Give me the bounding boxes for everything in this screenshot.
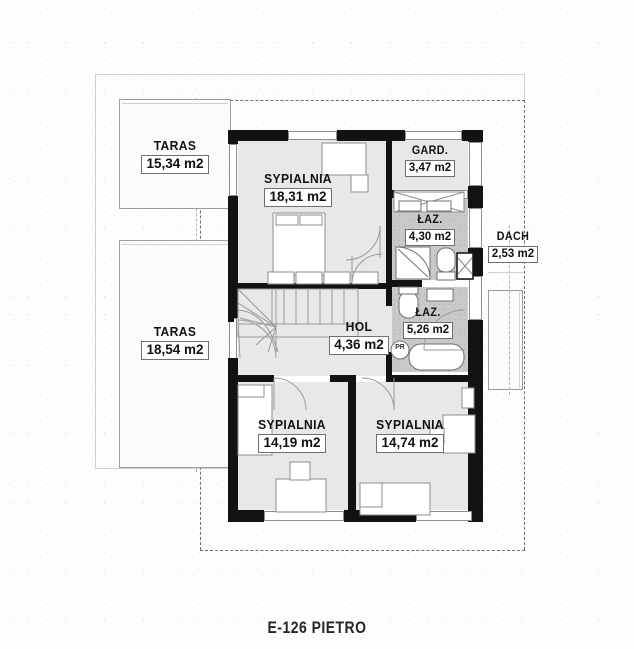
site-line-bottom — [95, 468, 231, 469]
room-area: 4,36 m2 — [329, 336, 389, 355]
interior-wall-v-laz2 — [386, 286, 392, 306]
room-name: ŁAZ. — [415, 307, 441, 319]
exterior-wall-bottom-c — [472, 510, 483, 522]
room-name: TARAS — [153, 138, 197, 153]
terrace-bottom-inner-edge — [122, 244, 228, 245]
exterior-wall-left-c — [228, 362, 238, 522]
room-label-hol: HOL 4,36 m2 — [320, 320, 398, 355]
exterior-wall-left-a — [228, 130, 238, 144]
room-label-sypialnia-1: SYPIALNIA 18,31 m2 — [242, 172, 354, 207]
terrace-top-inner-edge — [122, 103, 228, 104]
room-area: 3,47 m2 — [404, 160, 456, 177]
dach-outline — [488, 290, 523, 390]
roof-outline-bottom — [200, 550, 525, 551]
window-left-bedroom — [229, 144, 237, 196]
window-right-laz1 — [469, 208, 482, 248]
window-right-top — [469, 142, 482, 186]
room-fill-hol-right — [386, 288, 392, 376]
interior-wall-h-laz2-bottom — [386, 375, 468, 382]
terrace-top-outline — [119, 99, 231, 209]
interior-wall-v-bedrooms — [348, 375, 356, 516]
room-area: 14,19 m2 — [258, 434, 326, 453]
room-name: ŁAZ. — [417, 214, 443, 226]
room-name: GARD. — [411, 145, 449, 157]
room-area: 5,26 m2 — [402, 322, 454, 339]
room-name: SYPIALNIA — [376, 417, 444, 432]
interior-wall-v-laz2b — [386, 352, 392, 380]
room-label-taras-bottom: TARAS 18,54 m2 — [109, 325, 241, 360]
room-area: 4,30 m2 — [404, 229, 456, 246]
dach-inner-line — [519, 292, 520, 388]
exterior-wall-right-b — [468, 186, 483, 208]
interior-wall-h-hall-bottom-a — [234, 375, 274, 382]
room-name: TARAS — [153, 324, 197, 339]
interior-wall-v-laz1 — [386, 198, 392, 286]
roof-outline-right — [524, 100, 525, 550]
exterior-wall-right-a — [468, 130, 483, 142]
room-name: SYPIALNIA — [264, 171, 332, 186]
room-label-sypialnia-3: SYPIALNIA 14,74 m2 — [356, 418, 464, 453]
exterior-wall-right-d — [468, 320, 483, 522]
room-label-laz-1: ŁAZ. 4,30 m2 — [392, 213, 468, 246]
roof-outline-top — [200, 100, 525, 101]
exterior-wall-bottom-a — [228, 510, 264, 522]
interior-wall-h-hall-bottom-b — [330, 375, 354, 382]
interior-wall-h-bedroom1 — [234, 283, 386, 289]
room-area: 2,53 m2 — [487, 246, 539, 263]
plan-caption: E-126 PIETRO — [267, 618, 367, 637]
site-line-right — [524, 74, 525, 100]
dach-top-edge — [488, 272, 524, 273]
dach-ridge-dash — [509, 225, 510, 395]
room-name: HOL — [345, 319, 373, 334]
room-label-dach: DACH 2,53 m2 — [478, 230, 548, 263]
room-label-taras-top: TARAS 15,34 m2 — [109, 139, 241, 174]
exterior-wall-top-a — [228, 130, 288, 141]
window-top-gard — [405, 131, 462, 140]
interior-wall-h-gard — [386, 190, 396, 198]
room-name: DACH — [496, 231, 530, 243]
window-bottom-left — [264, 511, 344, 521]
exterior-wall-top-b — [337, 130, 405, 141]
room-area: 15,34 m2 — [141, 155, 209, 174]
room-label-sypialnia-2: SYPIALNIA 14,19 m2 — [238, 418, 346, 453]
site-line-left — [95, 74, 96, 468]
exterior-wall-left-b — [228, 196, 238, 318]
room-name: SYPIALNIA — [258, 417, 326, 432]
interior-wall-h-between-baths — [386, 280, 422, 287]
wall-stub-stair-left — [228, 318, 234, 322]
room-area: 18,31 m2 — [264, 188, 332, 207]
window-bottom-right — [416, 511, 472, 521]
pr-marker-label: PR — [395, 344, 405, 351]
gard-door-sliding — [394, 190, 468, 199]
room-label-laz-2: ŁAZ. 5,26 m2 — [390, 306, 466, 339]
room-area: 14,74 m2 — [376, 434, 444, 453]
room-fill-sypialnia-1 — [238, 140, 386, 288]
interior-wall-v-gard — [386, 140, 392, 192]
site-line-top — [95, 74, 525, 75]
window-top-bedroom — [288, 131, 337, 140]
wall-stub-stair-left2 — [228, 358, 238, 363]
terrace-door-left — [229, 318, 237, 362]
room-area: 18,54 m2 — [141, 341, 209, 360]
room-label-gard: GARD. 3,47 m2 — [392, 144, 468, 177]
window-right-laz2 — [469, 276, 482, 320]
